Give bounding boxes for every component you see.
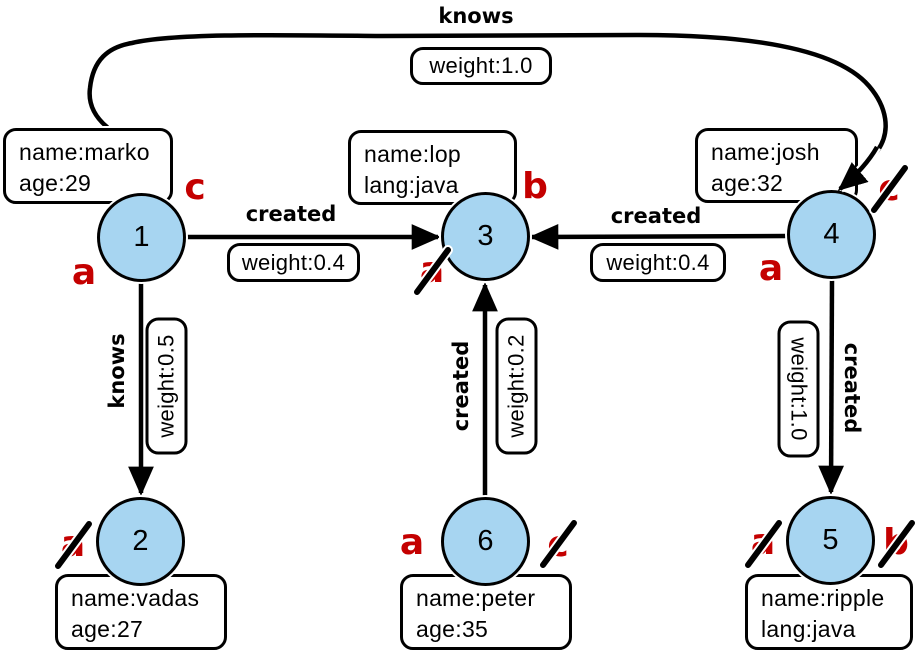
property-box-vadas: name:vadas age:27 <box>55 574 227 650</box>
edge-created-4-5 <box>818 279 844 495</box>
node-6-label: 6 <box>477 525 494 557</box>
property-line: name:marko <box>19 139 150 165</box>
property-line: age:29 <box>19 170 92 196</box>
property-box-ripple: name:ripple lang:java <box>745 574 913 650</box>
annotation-letter-c-node-1: c <box>184 167 206 208</box>
annotation-letter-a-node-6: a <box>399 522 425 563</box>
weight-value: weight:0.4 <box>606 249 710 275</box>
property-box-josh: name:josh age:32 <box>695 128 858 203</box>
edge-label-created-4-3: created <box>610 204 702 228</box>
property-line: age:35 <box>416 616 489 642</box>
strike-line-node-3-a <box>414 247 451 295</box>
annotation-letter-a-node-1: a <box>71 252 97 293</box>
weight-value: weight:1.0 <box>429 53 533 78</box>
annotation-letter-a-node-4: a <box>758 248 784 289</box>
strike-line-node-5-b <box>878 520 915 568</box>
property-box-lop: name:lop lang:java <box>348 130 517 205</box>
property-line: name:josh <box>711 139 820 165</box>
property-box-marko: name:marko age:29 <box>3 128 173 204</box>
node-5: 5 <box>786 496 875 585</box>
annotation-letter-b-node-3: b <box>522 166 548 207</box>
node-3-label: 3 <box>477 220 494 252</box>
node-4-label: 4 <box>823 218 840 250</box>
edge-created-4-3 <box>529 224 788 250</box>
weight-value: weight:0.4 <box>241 249 346 275</box>
node-1-label: 1 <box>133 221 150 253</box>
strike-line-node-4-c <box>871 165 908 213</box>
property-line: lang:java <box>364 172 459 198</box>
node-5-label: 5 <box>822 524 839 556</box>
strike-line-node-6-c <box>540 520 577 568</box>
property-line: name:lop <box>364 141 462 167</box>
strike-line-node-5-a <box>745 520 782 568</box>
property-line: name:peter <box>416 585 536 611</box>
strike-line-node-2-a <box>55 521 92 569</box>
property-line: name:vadas <box>71 585 200 611</box>
weight-box-created-4-3: weight:0.4 <box>590 243 726 282</box>
property-line: name:ripple <box>761 585 885 611</box>
edge-label-created-1-3: created <box>245 202 337 226</box>
node-3: 3 <box>441 192 530 281</box>
property-line: lang:java <box>761 616 856 642</box>
weight-box-knows-1-4: weight:1.0 <box>410 47 552 85</box>
weight-box-created-1-3: weight:0.4 <box>227 243 360 282</box>
property-line: age:32 <box>711 170 784 196</box>
property-box-peter: name:peter age:35 <box>400 574 572 650</box>
node-2-label: 2 <box>132 525 149 557</box>
property-line: age:27 <box>71 616 144 642</box>
node-2: 2 <box>96 497 185 586</box>
node-1: 1 <box>97 193 186 282</box>
edge-label-knows-1-4: knows <box>438 4 514 28</box>
node-4: 4 <box>787 190 876 279</box>
node-6: 6 <box>441 497 530 586</box>
